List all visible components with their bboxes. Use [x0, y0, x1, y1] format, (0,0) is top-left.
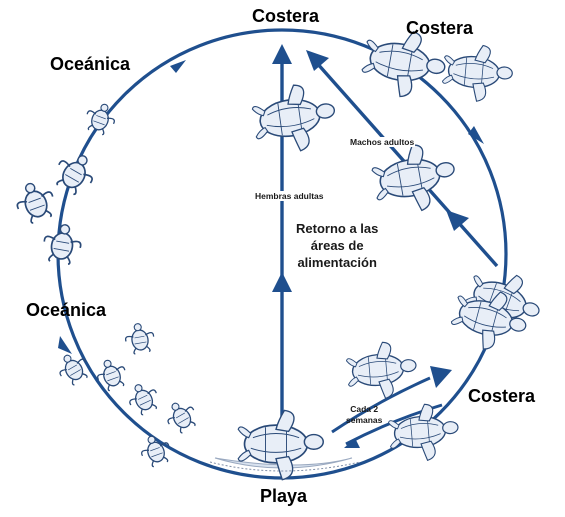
label-hembras-adultas: Hembras adultas — [254, 191, 325, 201]
hatchling-5-icon — [162, 397, 201, 437]
label-playa: Playa — [260, 486, 307, 507]
label-machos-adultos: Machos adultos — [349, 137, 415, 147]
ring-arrow — [170, 60, 186, 73]
label-costera-right: Costera — [468, 386, 535, 407]
internesting-turtle-icon — [345, 340, 418, 402]
turtle-coastal-2-icon — [441, 42, 514, 104]
label-oceanica-top: Oceánica — [50, 54, 130, 75]
label-cada-2-semanas: Cada 2 semanas — [346, 404, 382, 426]
hatchling-3-icon — [93, 356, 130, 393]
female-turtle-icon — [250, 80, 339, 157]
ring-arrow-left — [58, 336, 72, 354]
hatchling-4-icon — [124, 379, 162, 418]
male-turtle-icon — [369, 139, 460, 218]
juvenile-2-icon — [50, 147, 101, 199]
label-retorno: Retorno a las áreas de alimentación — [296, 220, 378, 271]
juvenile-4-icon — [41, 222, 84, 266]
label-oceanica-left: Oceánica — [26, 300, 106, 321]
hatchling-icon — [123, 321, 156, 355]
label-costera-top-right: Costera — [406, 18, 473, 39]
returning-turtle-icon — [387, 402, 460, 464]
label-costera-top: Costera — [252, 6, 319, 27]
juvenile-3-icon — [11, 178, 59, 227]
hatchling-2-icon — [54, 349, 93, 389]
nesting-turtle-icon — [210, 410, 360, 479]
